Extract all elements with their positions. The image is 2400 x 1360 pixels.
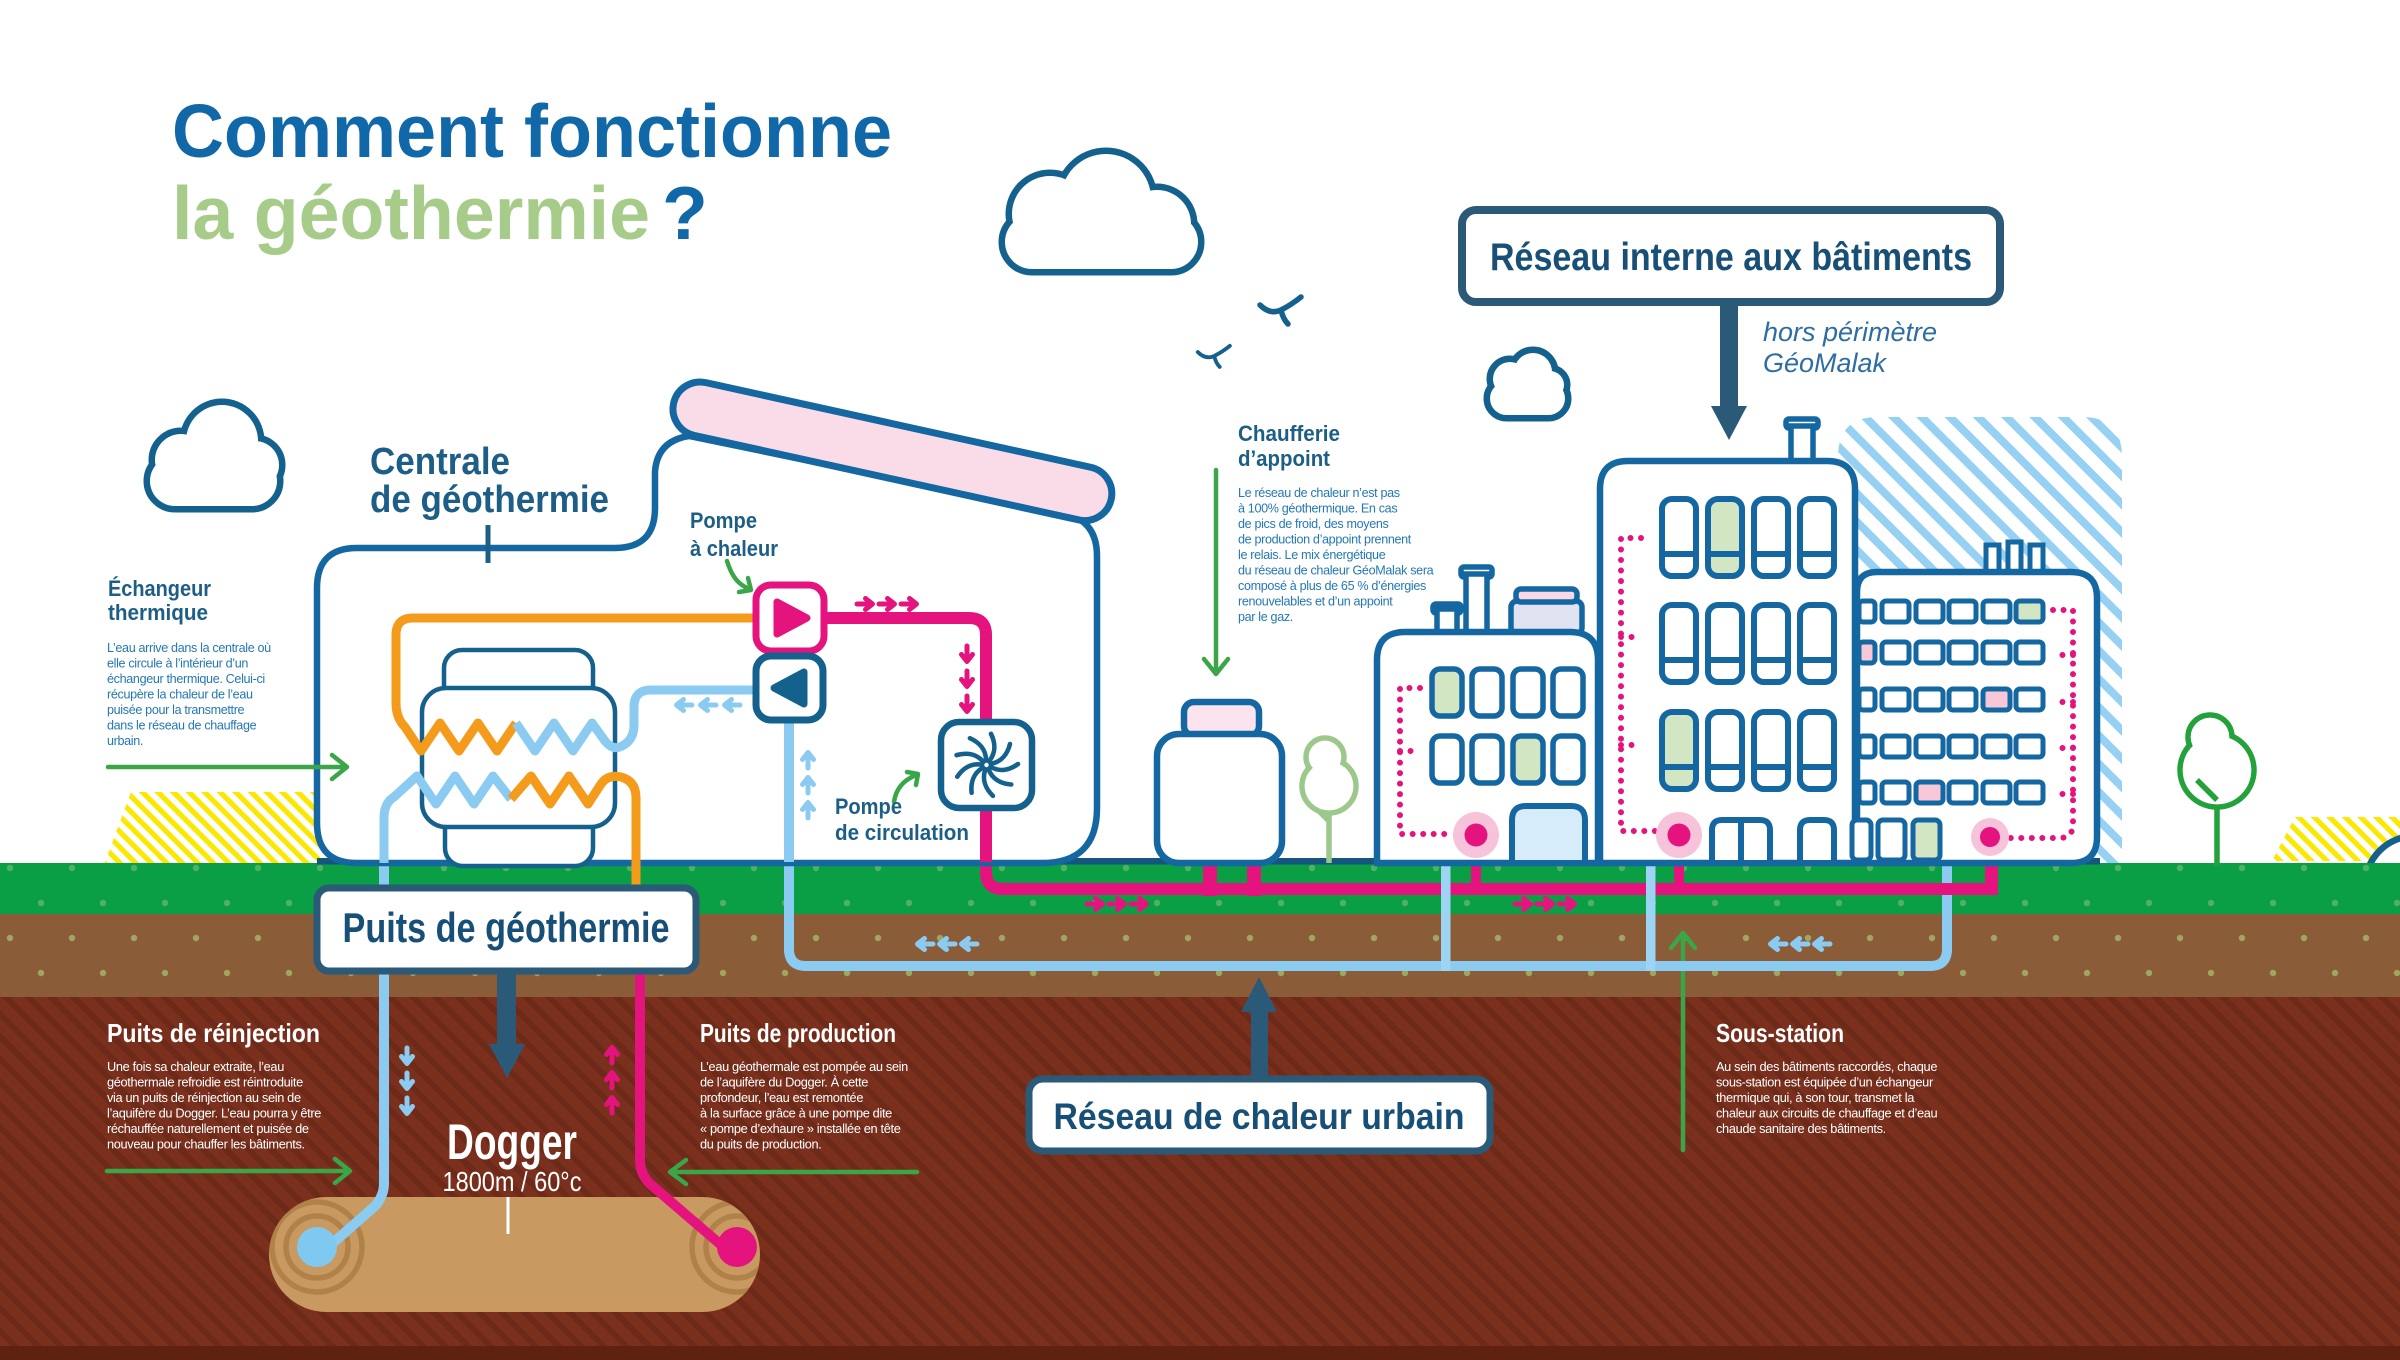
- svg-text:Échangeur: Échangeur: [108, 576, 211, 601]
- svg-text:thermique: thermique: [108, 600, 208, 625]
- svg-text:nouveau pour chauffer les bâti: nouveau pour chauffer les bâtiments.: [107, 1137, 305, 1152]
- svg-text:Pompe: Pompe: [835, 794, 902, 819]
- svg-text:de circulation: de circulation: [835, 820, 969, 845]
- svg-text:hors périmètre: hors périmètre: [1763, 317, 1937, 347]
- svg-text:chaude sanitaire des bâtiments: chaude sanitaire des bâtiments.: [1716, 1121, 1886, 1136]
- svg-text:géothermale refroidie est réin: géothermale refroidie est réintroduite: [107, 1075, 303, 1090]
- svg-text:Le réseau de chaleur n’est pas: Le réseau de chaleur n’est pas: [1238, 486, 1400, 500]
- svg-text:Sous-station: Sous-station: [1716, 1018, 1844, 1048]
- svg-text:de pics de froid, des moyens: de pics de froid, des moyens: [1238, 517, 1389, 531]
- svg-text:récupère la chaleur de l’eau: récupère la chaleur de l’eau: [107, 688, 253, 702]
- svg-text:L’eau géothermale est pompée a: L’eau géothermale est pompée au sein: [700, 1059, 908, 1074]
- svg-text:L’eau arrive dans la centrale: L’eau arrive dans la centrale où: [107, 641, 271, 655]
- svg-text:1800m / 60°c: 1800m / 60°c: [443, 1166, 582, 1197]
- svg-text:chaleur aux circuits de chauff: chaleur aux circuits de chauffage et d’e…: [1716, 1106, 1937, 1121]
- svg-text:Puits de géothermie: Puits de géothermie: [343, 904, 670, 951]
- svg-text:Pompe: Pompe: [690, 508, 757, 533]
- svg-text:Puits de réinjection: Puits de réinjection: [107, 1018, 320, 1048]
- svg-text:Réseau de chaleur urbain: Réseau de chaleur urbain: [1054, 1096, 1465, 1137]
- svg-text:Dogger: Dogger: [447, 1114, 577, 1170]
- svg-text:urbain.: urbain.: [107, 734, 143, 748]
- svg-text:GéoMalak: GéoMalak: [1763, 348, 1888, 378]
- svg-text:du puits de production.: du puits de production.: [700, 1137, 821, 1152]
- svg-text:Centrale: Centrale: [370, 441, 510, 483]
- svg-text:dans le réseau de chauffage: dans le réseau de chauffage: [107, 719, 257, 733]
- svg-text:échangeur thermique. Celui-ci: échangeur thermique. Celui-ci: [107, 672, 265, 686]
- svg-text:Au sein des bâtiments raccordé: Au sein des bâtiments raccordés, chaque: [1716, 1059, 1937, 1074]
- svg-text:Puits de production: Puits de production: [700, 1018, 896, 1048]
- svg-text:le relais. Le mix énergétique: le relais. Le mix énergétique: [1238, 548, 1386, 562]
- svg-text:renouvelables et d’un appoint: renouvelables et d’un appoint: [1238, 595, 1393, 609]
- svg-text:« pompe d’exhaure » installée: « pompe d’exhaure » installée en tête: [700, 1121, 901, 1136]
- svg-text:à la surface grâce à une pompe: à la surface grâce à une pompe dite: [700, 1106, 892, 1121]
- svg-text:de géothermie: de géothermie: [370, 479, 609, 521]
- svg-text:du réseau de chaleur GéoMalak: du réseau de chaleur GéoMalak sera: [1238, 564, 1434, 578]
- svg-text:à chaleur: à chaleur: [690, 536, 778, 561]
- svg-text:par le gaz.: par le gaz.: [1238, 610, 1293, 624]
- svg-text:Réseau interne aux bâtiments: Réseau interne aux bâtiments: [1490, 236, 1972, 279]
- svg-text:d’appoint: d’appoint: [1238, 446, 1331, 471]
- svg-text:la géothermie: la géothermie: [172, 171, 650, 255]
- svg-text:de l’aquifère du Dogger. À cet: de l’aquifère du Dogger. À cette: [700, 1075, 868, 1090]
- svg-text:l’aquifère du Dogger. L’eau po: l’aquifère du Dogger. L’eau pourra y êtr…: [107, 1106, 321, 1121]
- svg-text:Une fois sa chaleur extraite,: Une fois sa chaleur extraite, l’eau: [107, 1059, 284, 1074]
- svg-text:de production d’appoint prenne: de production d’appoint prennent: [1238, 533, 1412, 547]
- svg-text:sous-station est équipée d’un: sous-station est équipée d’un échangeur: [1716, 1075, 1934, 1090]
- svg-text:?: ?: [662, 171, 708, 255]
- svg-text:elle circule à l’intérieur d’u: elle circule à l’intérieur d’un: [107, 657, 248, 671]
- svg-text:réchauffée naturellement et pu: réchauffée naturellement et puisée de: [107, 1121, 309, 1136]
- svg-text:Comment fonctionne: Comment fonctionne: [172, 89, 892, 173]
- svg-text:composé à plus de 65 % d’énerg: composé à plus de 65 % d’énergies: [1238, 579, 1426, 593]
- svg-text:thermique qui, à son tour, tra: thermique qui, à son tour, transmet la: [1716, 1090, 1915, 1105]
- svg-text:profondeur, l’eau est remontée: profondeur, l’eau est remontée: [700, 1090, 863, 1105]
- svg-text:Chaufferie: Chaufferie: [1238, 421, 1340, 446]
- svg-text:puisée pour la transmettre: puisée pour la transmettre: [107, 703, 245, 717]
- svg-text:via un puits de réinjection au: via un puits de réinjection au sein de: [107, 1090, 301, 1105]
- svg-text:à 100% géothermique. En cas: à 100% géothermique. En cas: [1238, 502, 1397, 516]
